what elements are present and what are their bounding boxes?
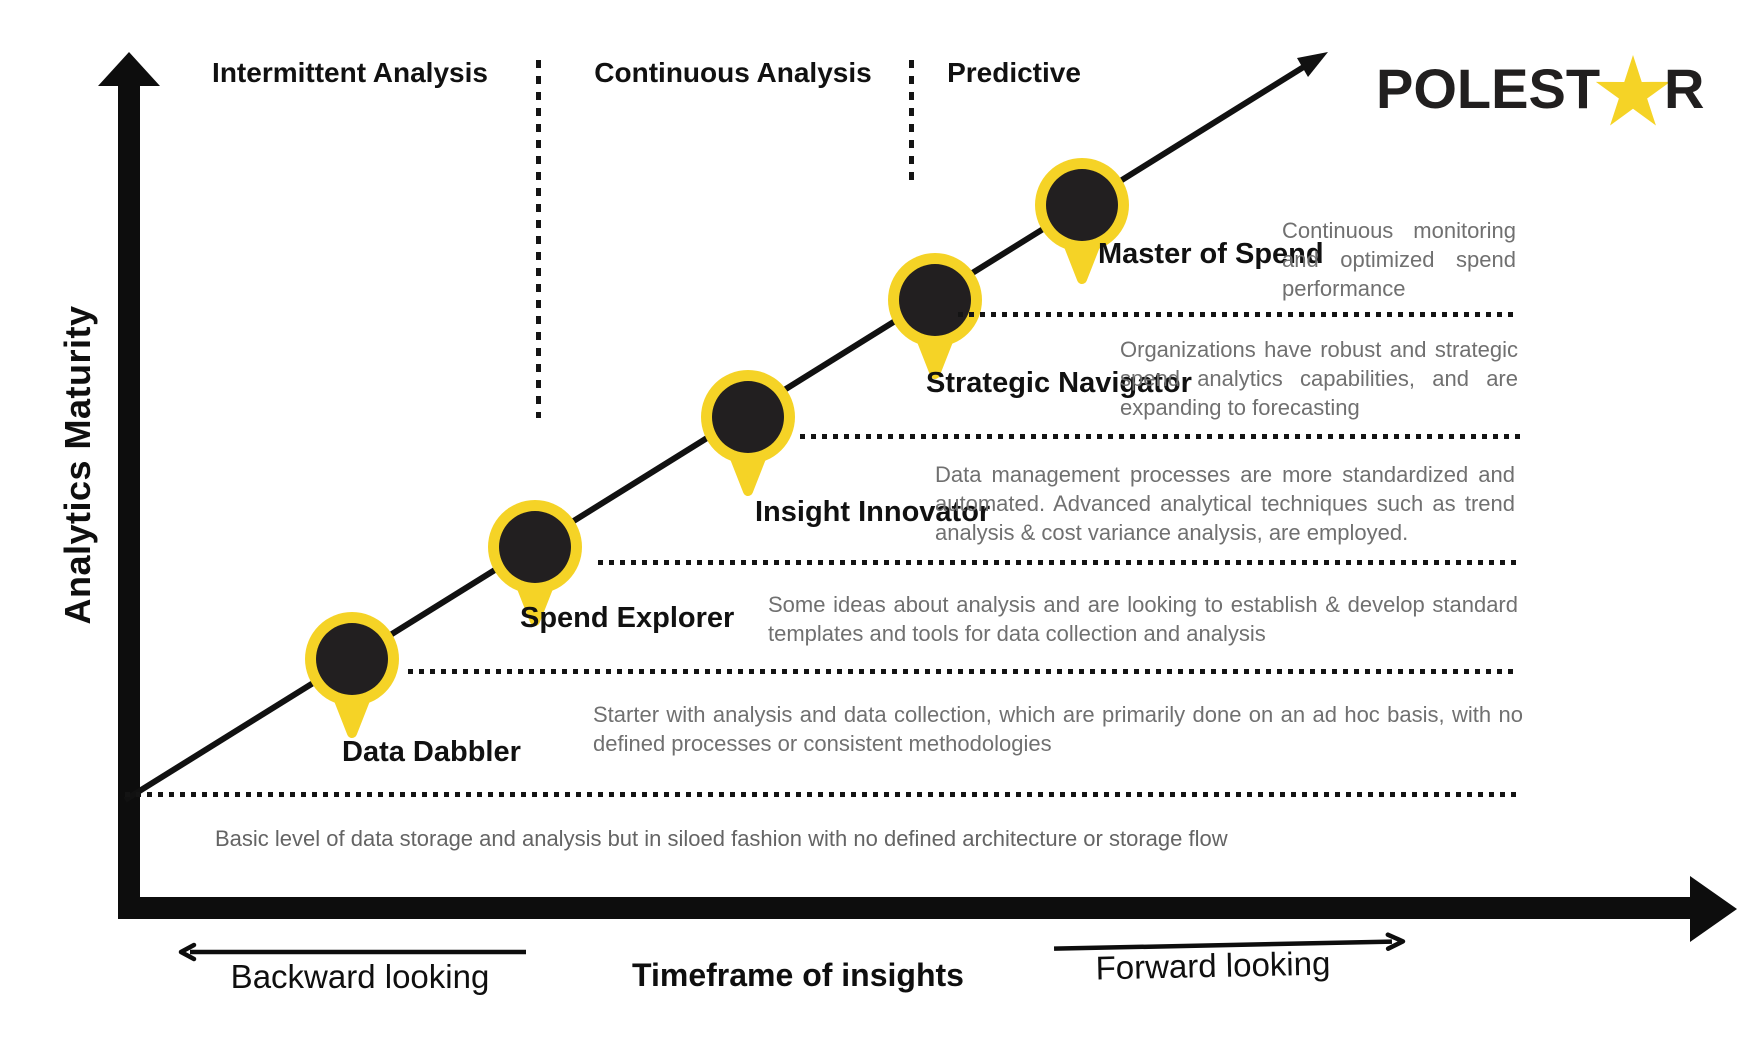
stage-name-spend-explorer: Spend Explorer (520, 602, 735, 634)
logo-text-suffix: R (1664, 57, 1705, 120)
y-axis-label: Analytics Maturity (57, 305, 98, 625)
band-separator-dotted-line (408, 669, 1518, 674)
map-pin-icon (305, 612, 399, 738)
stage-description-data-dabbler: Starter with analysis and data collectio… (593, 702, 1523, 757)
forward-arrow-icon (1053, 932, 1406, 951)
stage-name-data-dabbler: Data Dabbler (342, 736, 521, 768)
x-axis-arrowhead-icon (1690, 876, 1737, 942)
band-separator-dotted-line (800, 434, 1522, 439)
band-separator-dotted-line (598, 560, 1522, 565)
backward-arrow-icon (178, 942, 526, 962)
column-divider-dotted-line (536, 60, 541, 418)
column-header-intermittent: Intermittent Analysis (212, 57, 488, 88)
stage-name-insight-innovator: Insight Innovator (755, 496, 991, 528)
stage-description-strategic-navigator: Organizations have robust and strategic … (1120, 337, 1518, 421)
map-pin-icon (488, 500, 582, 626)
stage-description-insight-innovator: Data management processes are more stand… (935, 462, 1515, 546)
stage-description-spend-explorer: Some ideas about analysis and are lookin… (768, 592, 1518, 647)
band-separator-dotted-line (958, 312, 1518, 317)
polestar-logo: POLEST R (1376, 54, 1705, 126)
map-pin-icon (888, 253, 982, 379)
map-pin-icon (1035, 158, 1129, 284)
x-axis-line (118, 897, 1692, 919)
baseline-note: Basic level of data storage and analysis… (215, 826, 1228, 851)
logo-text-prefix: POLEST (1376, 57, 1601, 120)
y-axis-arrowhead-icon (98, 52, 160, 86)
x-axis-left-label: Backward looking (230, 958, 490, 995)
star-icon (1595, 54, 1671, 126)
map-pin-icon (701, 370, 795, 496)
stage-name-master-of-spend: Master of Spend (1098, 238, 1324, 270)
column-header-continuous: Continuous Analysis (594, 57, 872, 88)
band-separator-dotted-line (125, 792, 1518, 797)
column-divider-dotted-line (909, 60, 914, 185)
x-axis-title: Timeframe of insights (632, 957, 964, 993)
stage-name-strategic-navigator: Strategic Navigator (926, 367, 1192, 399)
x-axis-right-label: Forward looking (1095, 944, 1331, 987)
column-header-predictive: Predictive (947, 57, 1081, 88)
stage-description-master-of-spend: Continuous monitoring and optimized spen… (1282, 218, 1516, 302)
